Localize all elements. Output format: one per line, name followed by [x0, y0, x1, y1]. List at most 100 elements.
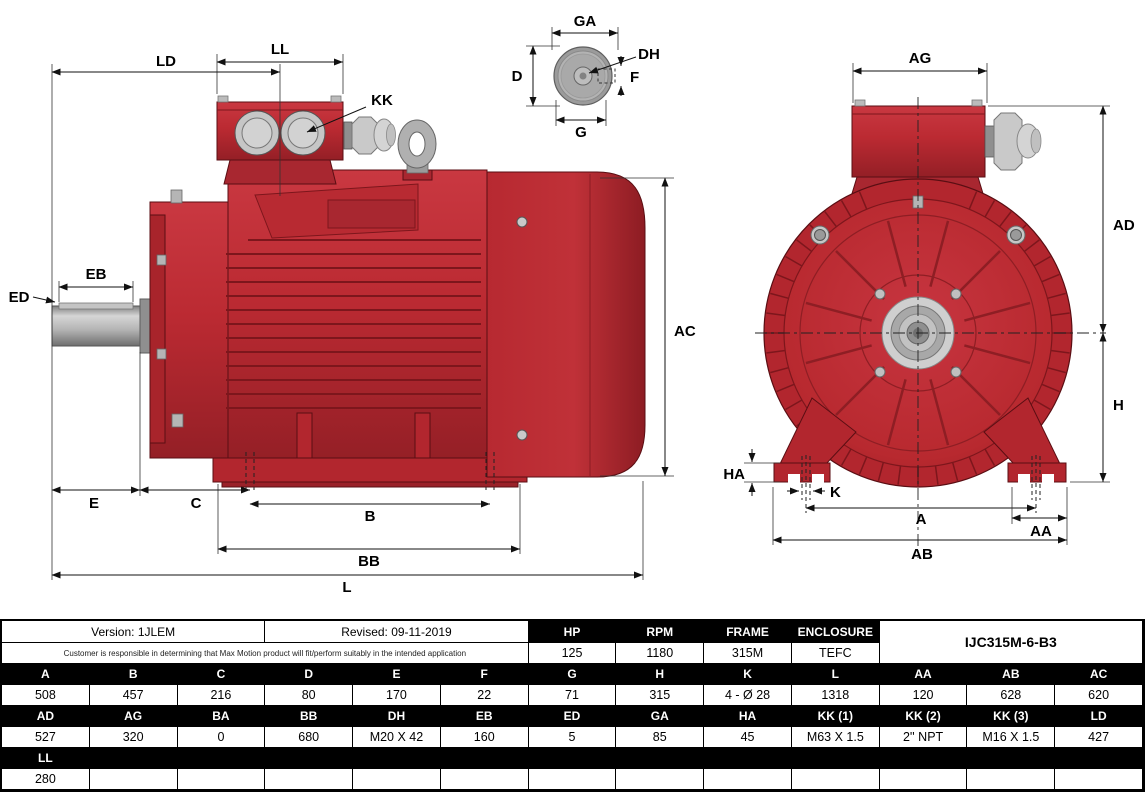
table-value-cell: [440, 769, 529, 790]
table-header-cell: [879, 748, 968, 769]
dim-label-ld: LD: [156, 53, 176, 70]
table-value-cell: 120: [879, 685, 968, 706]
front-terminal-box: [851, 105, 986, 178]
table-header-cell: AD: [2, 706, 90, 727]
dim-label-ed: ED: [9, 289, 30, 306]
table-value-cell: M63 X 1.5: [791, 727, 880, 748]
table-value-cell: 1318: [791, 685, 880, 706]
table-value-cell: [791, 769, 880, 790]
dim-label-ll: LL: [271, 41, 289, 58]
table-header-cell: HA: [704, 706, 792, 727]
dim-label-c: C: [191, 495, 202, 512]
table-value-cell: 508: [2, 685, 90, 706]
frame-header: FRAME: [704, 621, 792, 643]
frame-value: 315M: [704, 643, 792, 664]
revised-cell: Revised: 09-11-2019: [265, 621, 529, 643]
table-top-section: Version: 1JLEM Revised: 09-11-2019 HP RP…: [2, 621, 1143, 664]
table-value-cell: 628: [967, 685, 1056, 706]
table-value-cell: 280: [2, 769, 90, 790]
table-header-cell: [528, 748, 617, 769]
dim-label-k: K: [830, 484, 841, 501]
table-header-cell: AB: [967, 664, 1056, 685]
table-header-cell: BB: [265, 706, 354, 727]
keyway: [597, 68, 616, 84]
table-header-cell: EB: [440, 706, 529, 727]
hp-value: 125: [528, 643, 617, 664]
table-value-cell: 5: [528, 727, 617, 748]
dim-label-ga: GA: [574, 13, 597, 30]
table-value-cell: 22: [440, 685, 529, 706]
motor-dimension-drawing: LD LL KK ED EB AC E C B BB L GA D DH F: [9, 13, 1135, 596]
table-value-cell: 427: [1055, 727, 1143, 748]
table-header-cell: C: [177, 664, 266, 685]
table-value-cell: 527: [2, 727, 90, 748]
table-header-cell: KK (1): [791, 706, 880, 727]
table-header-cell: GA: [616, 706, 705, 727]
side-view-dimensions: LD LL KK ED EB AC E C B BB L: [9, 41, 696, 596]
side-view-motor: [51, 95, 646, 490]
table-value-cell: 71: [528, 685, 617, 706]
table-header-cell: ED: [528, 706, 617, 727]
table-header-cell: [616, 748, 705, 769]
table-value-cell: 160: [440, 727, 529, 748]
table-header-cell: LL: [2, 748, 90, 769]
motor-base: [212, 457, 528, 483]
table-value-cell: [89, 769, 178, 790]
table-value-cell: 45: [704, 727, 792, 748]
shaft-end-view: GA D DH F G: [512, 13, 660, 141]
table-value-cell: [265, 769, 354, 790]
table-header-cell: [89, 748, 178, 769]
table-header-cell: H: [616, 664, 705, 685]
version-cell: Version: 1JLEM: [2, 621, 266, 643]
table-header-cell: AC: [1055, 664, 1143, 685]
nameplate: [327, 199, 416, 229]
dim-label-ad: AD: [1113, 217, 1135, 234]
enclosure-value: TEFC: [791, 643, 880, 664]
table-header-cell: [353, 748, 441, 769]
dim-label-ac: AC: [674, 323, 696, 340]
table-header-cell: [791, 748, 880, 769]
table-header-cell: G: [528, 664, 617, 685]
table-value-cell: [528, 769, 617, 790]
table-header-cell: DH: [353, 706, 441, 727]
table-value-cell: 216: [177, 685, 266, 706]
table-value-cell: 170: [353, 685, 441, 706]
cowl-bolt: [516, 429, 528, 441]
table-header-cell: LD: [1055, 706, 1143, 727]
table-header-cell: [440, 748, 529, 769]
table-header-cell: E: [353, 664, 441, 685]
table-value-cell: [967, 769, 1056, 790]
dim-label-ab: AB: [911, 546, 933, 563]
dim-label-bb: BB: [358, 553, 380, 570]
model-cell: IJC315M-6-B3: [879, 621, 1143, 664]
table-value-cell: 680: [265, 727, 354, 748]
table-value-cell: 4 - Ø 28: [704, 685, 792, 706]
table-value-cell: 315: [616, 685, 705, 706]
table-header-cell: [1055, 748, 1143, 769]
table-header-cell: [177, 748, 266, 769]
dim-label-e: E: [89, 495, 99, 512]
table-header-cell: [967, 748, 1056, 769]
table-header-cell: B: [89, 664, 178, 685]
table-header-cell: K: [704, 664, 792, 685]
shaft-key: [58, 302, 134, 310]
table-value-cell: [177, 769, 266, 790]
cooling-fins: [226, 239, 481, 409]
table-header-cell: KK (3): [967, 706, 1056, 727]
dimension-table: Version: 1JLEM Revised: 09-11-2019 HP RP…: [0, 619, 1145, 792]
dim-label-l: L: [342, 579, 351, 596]
table-value-cell: [353, 769, 441, 790]
table-value-cell: M20 X 42: [353, 727, 441, 748]
table-value-cell: [1055, 769, 1143, 790]
dim-label-f: F: [630, 69, 639, 86]
table-value-cell: [879, 769, 968, 790]
rpm-value: 1180: [616, 643, 705, 664]
dim-label-a: A: [916, 511, 927, 528]
table-header-cell: [704, 748, 792, 769]
shaft: [51, 305, 141, 347]
dim-label-eb: EB: [86, 266, 107, 283]
table-header-cell: KK (2): [879, 706, 968, 727]
table-header-cell: L: [791, 664, 880, 685]
front-view-dimensions: AG AD H HA K A AA AB: [723, 50, 1135, 563]
